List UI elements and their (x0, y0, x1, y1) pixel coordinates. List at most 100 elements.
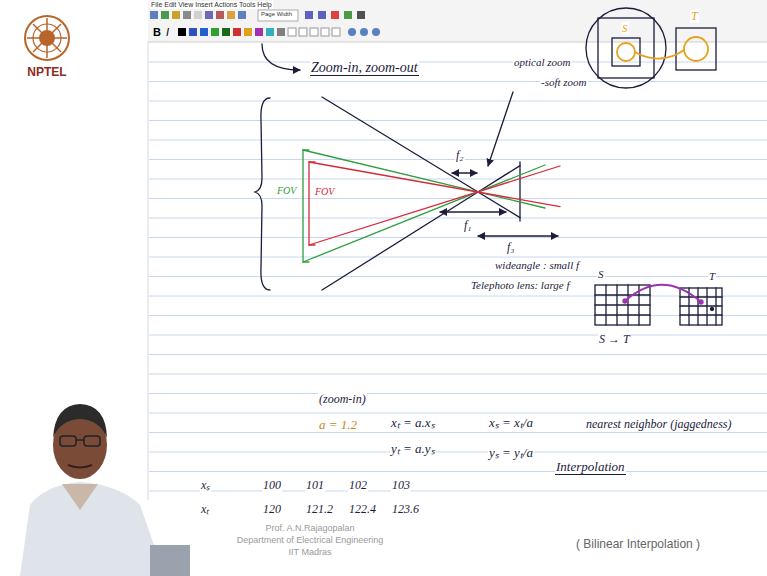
annotation: -soft zoom (540, 76, 588, 88)
lecturer-figure-part (76, 439, 84, 441)
logo-text: NPTEL (26, 66, 67, 79)
toolbar-part (277, 28, 285, 36)
table-cell: xₜ (200, 503, 210, 516)
toolbar-part (258, 10, 298, 21)
annotation: nearest neighbor (jaggedness) (585, 418, 733, 431)
toolbar-part (266, 28, 274, 36)
toolbar (148, 0, 767, 42)
handwritten-sketch-part (635, 50, 684, 59)
lecturer-figure-part (68, 465, 92, 468)
lecturer-figure-part (150, 545, 190, 576)
ruled-line (149, 296, 767, 297)
nptel-logo-part (25, 16, 69, 60)
equation: yₛ = yₜ/a (488, 446, 534, 460)
lecturer-figure-part (60, 436, 76, 446)
handwritten-sketch-part (680, 288, 722, 325)
ruled-line (149, 237, 767, 238)
handwritten-sketch-part (309, 162, 560, 207)
ruled-line (149, 120, 767, 121)
ruled-line (149, 432, 767, 433)
toolbar-part (205, 11, 213, 19)
toolbar-part (148, 42, 767, 43)
bold-button: B (152, 26, 162, 38)
focal-length-label: f₂ (455, 149, 465, 162)
toolbar-part (211, 28, 219, 36)
table-cell: 103 (391, 479, 411, 492)
ruled-line (149, 276, 767, 277)
grid-label: S (597, 268, 605, 280)
equation: yₜ = a.yₛ (390, 442, 436, 456)
nptel-logo-part (33, 24, 61, 52)
toolbar-part (216, 11, 224, 19)
ruled-line (149, 81, 767, 82)
handwritten-sketch-part (519, 162, 520, 221)
handwritten-sketch-part (309, 166, 560, 245)
ruled-line (149, 393, 767, 394)
focal-length-label: f₃ (506, 241, 516, 254)
toolbar-part (357, 11, 365, 19)
handwritten-sketch-part (478, 235, 558, 236)
handwritten-sketch-part (440, 211, 506, 212)
ruled-line (149, 140, 767, 141)
table-cell: 101 (305, 479, 325, 492)
annotation: Telephoto lens: large f (470, 279, 570, 291)
ruled-line (149, 413, 767, 414)
toolbar-part (172, 11, 180, 19)
table-cell: xₛ (200, 479, 211, 492)
table-cell: 123.6 (391, 503, 420, 516)
handwritten-sketch-part (699, 300, 703, 304)
toolbar-part (344, 11, 352, 19)
toolbar-part (332, 28, 340, 36)
handwritten-sketch-part (309, 162, 315, 245)
slide-caption: ( Bilinear Interpolation ) (575, 538, 701, 551)
toolbar-part (178, 28, 186, 36)
handwritten-sketch-part (303, 165, 545, 262)
toolbar-part (318, 11, 326, 19)
toolbar-part (310, 28, 318, 36)
lecturer-figure-part (53, 404, 107, 438)
handwritten-sketch-part (676, 28, 716, 70)
mapping-note: S → T (598, 333, 631, 346)
credit-line: Department of Electrical Engineering (236, 536, 385, 546)
toolbar-part (255, 28, 263, 36)
ruled-line (149, 452, 767, 453)
table-cell: 120 (262, 503, 282, 516)
ruled-lines-part (148, 42, 149, 500)
heading-note: Zoom-in, zoom-out (310, 60, 419, 76)
lecturer-figure (20, 404, 190, 576)
equation: xₛ = xₜ/a (488, 416, 534, 430)
ruled-line (149, 257, 767, 258)
toolbar-part (299, 28, 307, 36)
equation: a = 1.2 (318, 418, 358, 432)
nptel-logo (25, 16, 69, 60)
ruled-line (149, 335, 767, 336)
handwritten-sketch-part (617, 43, 635, 61)
ruled-line (149, 354, 767, 355)
toolbar-part (348, 28, 356, 36)
table-cell: 100 (262, 479, 282, 492)
italic-button: I (165, 26, 170, 38)
grid-label: T (708, 270, 716, 282)
handwritten-sketch-part (322, 166, 520, 290)
annotation: optical zoom (513, 56, 572, 68)
heading-note: Interpolation (555, 460, 626, 475)
table-cell: 122.4 (348, 503, 377, 516)
handwritten-sketch-part (711, 308, 714, 311)
credit-line: Prof. A.N.Rajagopalan (264, 524, 355, 534)
table-cell: 121.2 (305, 503, 334, 516)
lecturer-figure-part (62, 484, 98, 510)
handwritten-sketch-part (255, 98, 270, 290)
toolbar-part (305, 11, 313, 19)
focal-length-label: f₁ (463, 219, 473, 232)
handwritten-sketch-part (598, 18, 654, 78)
handwritten-sketch-part (595, 285, 650, 325)
handwritten-sketch-part (586, 8, 666, 88)
handwritten-sketch-part (303, 150, 309, 262)
handwritten-sketch-part (452, 172, 477, 173)
toolbar-part (244, 28, 252, 36)
handwritten-sketch-part (625, 285, 701, 302)
toolbar-part (372, 28, 380, 36)
